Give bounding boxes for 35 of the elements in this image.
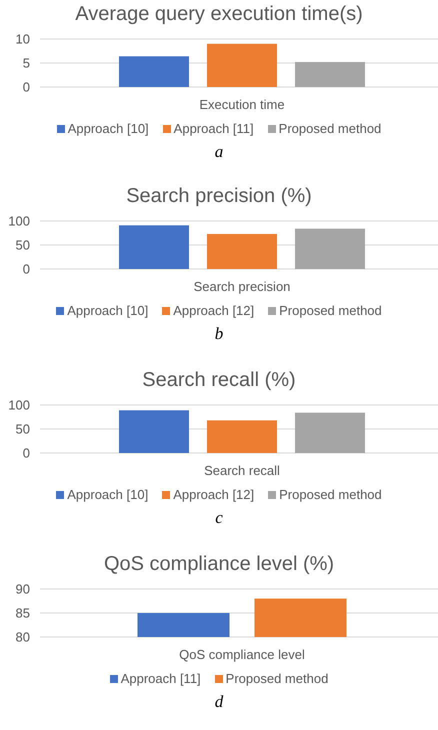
legend-label: Proposed method xyxy=(279,303,382,320)
axis-tick-label: 100 xyxy=(8,215,30,228)
axis-tick-label: 85 xyxy=(16,606,30,620)
chart-title: Average query execution time(s) xyxy=(75,2,363,27)
legend-label: Proposed method xyxy=(278,121,382,138)
category-label: Execution time xyxy=(199,97,285,112)
category-label: QoS compliance level xyxy=(179,647,305,662)
chart-title: Search precision (%) xyxy=(126,184,312,209)
axis-tick-label: 90 xyxy=(16,583,30,596)
legend-label: Approach [10] xyxy=(67,303,148,320)
category-label: Search precision xyxy=(194,279,290,294)
axis-tick-label: 0 xyxy=(22,262,30,276)
legend-label: Approach [10] xyxy=(67,487,148,504)
legend-label: Approach [12] xyxy=(173,487,254,504)
chart-title: QoS compliance level (%) xyxy=(104,552,334,577)
legend-label: Proposed method xyxy=(226,671,328,688)
category-label: Search recall xyxy=(204,463,280,478)
chart-title: Search recall (%) xyxy=(142,368,296,393)
axis-tick-label: 100 xyxy=(8,399,30,412)
axis-tick-label: 0 xyxy=(22,446,30,460)
legend-label: Approach [11] xyxy=(174,121,254,138)
caption: a xyxy=(214,141,224,162)
axis-tick-label: 80 xyxy=(16,630,30,644)
axis-tick-label: 5 xyxy=(22,56,30,70)
caption: b xyxy=(214,323,224,344)
axis-tick-label: 50 xyxy=(16,238,30,252)
caption: c xyxy=(215,507,223,528)
legend-label: Approach [11] xyxy=(120,671,201,688)
axis-tick-label: 10 xyxy=(16,33,30,46)
legend-label: Approach [12] xyxy=(173,303,254,320)
axis-tick-label: 50 xyxy=(16,422,30,436)
legend-label: Proposed method xyxy=(279,487,382,504)
legend-label: Approach [10] xyxy=(68,121,149,138)
axis-tick-label: 0 xyxy=(22,80,30,94)
caption: d xyxy=(214,691,224,712)
